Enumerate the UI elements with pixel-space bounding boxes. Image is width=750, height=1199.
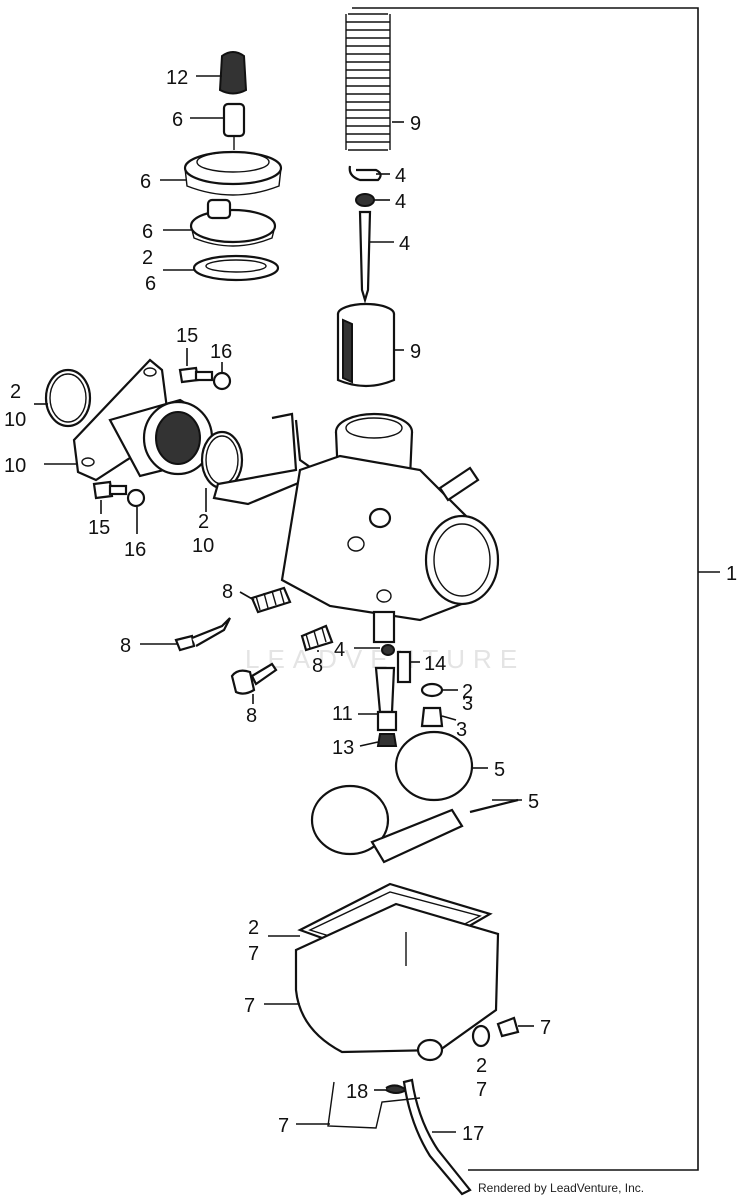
- jets-group: [374, 644, 444, 747]
- jet-washer: [381, 644, 395, 656]
- pilot-screw: [174, 634, 196, 652]
- callout-8: 8: [222, 581, 233, 603]
- callout-18: 18: [346, 1081, 368, 1103]
- needle-jet: [396, 650, 412, 684]
- manifold-group: [44, 358, 244, 508]
- callout-7: 7: [540, 1017, 551, 1039]
- callout-6: 6: [142, 221, 153, 243]
- callout-7: 7: [248, 943, 259, 965]
- needle-clip: [348, 165, 382, 182]
- callout-9: 9: [410, 113, 421, 135]
- assembly-bracket: [352, 7, 720, 1171]
- callout-15: 15: [88, 517, 110, 539]
- oring-left: [44, 368, 92, 428]
- idle-screw: [230, 669, 256, 695]
- callout-9: 9: [410, 341, 421, 363]
- choke-cap-group: [183, 51, 283, 282]
- callout-2: 2: [142, 247, 153, 269]
- callout-1: 1: [726, 563, 737, 585]
- callout-4: 4: [395, 165, 406, 187]
- drain-tube: [402, 1078, 472, 1196]
- carburetor-body: [212, 412, 500, 644]
- callout-4: 4: [395, 191, 406, 213]
- callout-4: 4: [399, 233, 410, 255]
- callout-6: 6: [145, 273, 156, 295]
- small-washer: [420, 682, 444, 698]
- callout-10: 10: [4, 409, 26, 431]
- callout-16: 16: [124, 539, 146, 561]
- credit-text: Rendered by LeadVenture, Inc.: [478, 1181, 644, 1195]
- main-jet: [376, 733, 398, 747]
- callout-6: 6: [140, 171, 151, 193]
- wire-clip: [327, 1081, 421, 1129]
- callout-2: 2: [10, 381, 21, 403]
- callout-10: 10: [4, 455, 26, 477]
- callout-2: 2: [476, 1055, 487, 1077]
- callout-17: 17: [462, 1123, 484, 1145]
- oring-right: [200, 430, 244, 490]
- callout-7: 7: [278, 1115, 289, 1137]
- callout-2: 2: [198, 511, 209, 533]
- jet-needle: [358, 210, 372, 304]
- callout-6: 6: [172, 109, 183, 131]
- float-lower: [310, 784, 390, 856]
- throttle-lever: [212, 412, 323, 506]
- callout-15: 15: [176, 325, 198, 347]
- spring-needle-group: [336, 13, 396, 388]
- callout-3: 3: [456, 719, 467, 741]
- cap-part-12: [218, 51, 248, 95]
- callout-5: 5: [494, 759, 505, 781]
- callout-2: 2: [462, 681, 473, 703]
- needle-washer: [355, 193, 375, 207]
- float-group: [310, 730, 519, 864]
- callouts: 1 12 6 6 6 2 6 9 4 4 4 9 15 16 2 10 10 1…: [4, 67, 737, 1145]
- spring-screw-upper: [250, 586, 292, 614]
- leader-lines: [34, 75, 534, 1133]
- tube-clip: [385, 1084, 408, 1094]
- callout-10: 10: [192, 535, 214, 557]
- float-chamber: [294, 902, 500, 1054]
- callout-8: 8: [312, 655, 323, 677]
- throttle-valve: [336, 302, 396, 388]
- callout-5: 5: [528, 791, 539, 813]
- throttle-spring: [345, 13, 391, 151]
- bolt-lower: [92, 480, 114, 500]
- callout-16: 16: [210, 341, 232, 363]
- callout-12: 12: [166, 67, 188, 89]
- callout-7: 7: [476, 1079, 487, 1101]
- float-chamber-group: [294, 882, 520, 1196]
- callout-11: 11: [332, 703, 353, 725]
- joint-part-6: [222, 102, 246, 138]
- callout-4: 4: [334, 639, 345, 661]
- drain-plug: [420, 706, 444, 728]
- top-cover: [189, 208, 277, 244]
- needle-jet-holder: [374, 666, 396, 714]
- washer-upper: [212, 371, 232, 391]
- callout-14: 14: [424, 653, 446, 675]
- callout-8: 8: [120, 635, 131, 657]
- chamber-plug: [496, 1016, 520, 1038]
- screws-group: [174, 586, 334, 695]
- callout-3: 3: [462, 693, 473, 715]
- ring-nut: [183, 150, 283, 186]
- callout-13: 13: [332, 737, 354, 759]
- washer-lower: [126, 488, 146, 508]
- callout-7: 7: [244, 995, 255, 1017]
- callout-8: 8: [246, 705, 257, 727]
- callout-2: 2: [248, 917, 259, 939]
- float-upper: [394, 730, 474, 802]
- chamber-washer: [471, 1024, 491, 1048]
